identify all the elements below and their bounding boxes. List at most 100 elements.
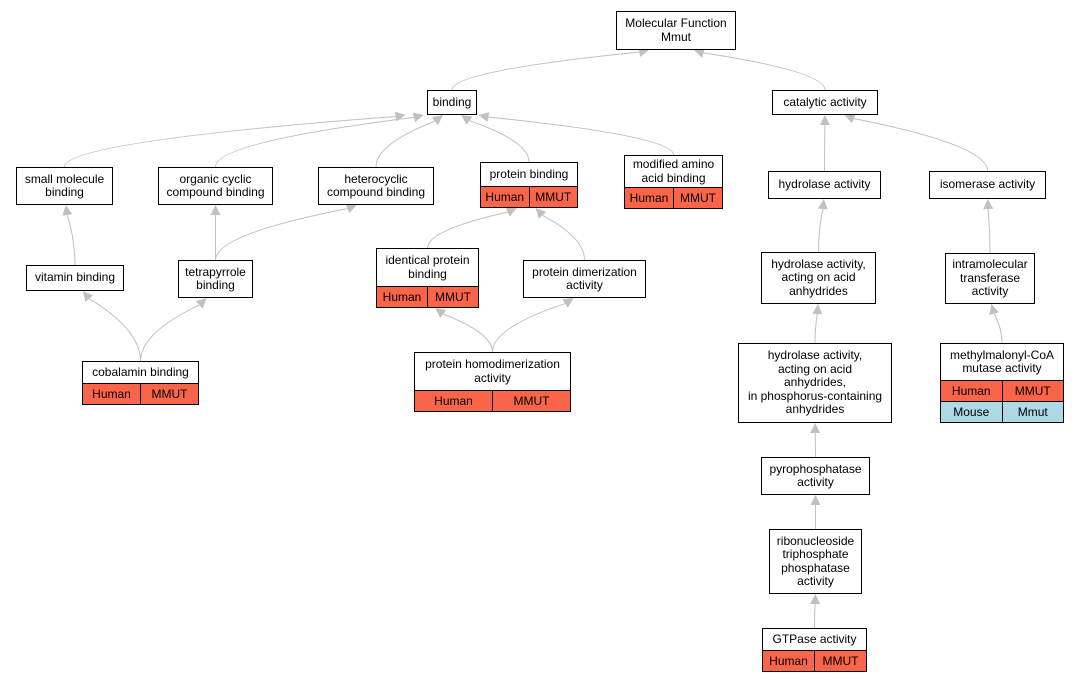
edge-small_molecule-to-binding — [64, 116, 396, 168]
go-term-label: protein binding — [489, 166, 569, 181]
arrowhead — [989, 304, 999, 315]
arrowhead — [82, 291, 94, 302]
gene-cell: MMUT — [673, 188, 722, 208]
go-term-hydrolase: hydrolase activity — [768, 171, 881, 199]
gene-cell: MMUT — [492, 391, 570, 411]
edge-modified_amino-to-binding — [488, 116, 674, 156]
arrowhead — [535, 208, 547, 219]
gene-cell: MMUT — [814, 651, 866, 671]
species-cell: Human — [941, 381, 1002, 401]
go-term-catalytic: catalytic activity — [772, 90, 878, 115]
go-term-label: organic cyclic compound binding — [166, 171, 265, 199]
edge-heterocyclic-to-binding — [375, 120, 436, 168]
go-term-isomerase: isomerase activity — [929, 171, 1046, 199]
go-term-binding: binding — [427, 90, 477, 115]
go-term-root: Molecular Function Mmut — [616, 11, 736, 50]
go-term-label: hydrolase activity, acting on acid anhyd… — [771, 256, 866, 298]
go-term-label: modified amino acid binding — [632, 157, 715, 185]
go-term-tetrapyrrole: tetrapyrrole binding — [178, 260, 253, 298]
arrowhead — [345, 203, 357, 214]
go-term-heterocyclic: heterocyclic compound binding — [318, 167, 434, 205]
go-term-label: catalytic activity — [783, 94, 867, 109]
go-term-label: vitamin binding — [34, 270, 116, 285]
edge-binding-to-root — [451, 51, 640, 91]
edge-gtpase-to-ribonucleoside — [814, 603, 816, 629]
arrowhead — [819, 115, 830, 126]
edge-vitamin-to-small_molecule — [66, 214, 76, 266]
arrowhead — [810, 423, 821, 434]
arrowhead — [412, 112, 424, 123]
edge-methylmalonyl-to-intramolecular — [993, 313, 1003, 344]
edge-cobalamin-to-vitamin — [88, 298, 141, 362]
go-term-label: intramolecular transferase activity — [952, 257, 1028, 299]
go-term-ribonucleoside: ribonucleoside triphosphate phosphatase … — [769, 529, 862, 594]
arrowhead — [810, 594, 821, 605]
go-term-label: small molecule binding — [24, 171, 105, 199]
edge-protein_homodimerization-to-protein_dimerization — [492, 303, 566, 353]
species-cell: Human — [625, 188, 673, 208]
go-term-label: tetrapyrrole binding — [185, 264, 246, 292]
arrowhead — [478, 112, 490, 122]
species-cell: Human — [377, 287, 427, 307]
edge-cobalamin-to-tetrapyrrole — [140, 304, 200, 362]
edge-hydrolase_acid-to-hydrolase — [818, 208, 824, 253]
species-cell: Human — [83, 384, 140, 404]
go-term-label: pyrophosphatase activity — [769, 461, 862, 489]
go-term-label: methylmalonyl-CoA mutase activity — [949, 347, 1055, 375]
arrowhead — [844, 113, 856, 124]
arrowhead — [983, 199, 994, 210]
arrowhead — [817, 199, 828, 210]
species-cell: Human — [481, 187, 529, 207]
go-term-hydrolase-phosphorus: hydrolase activity, acting on acid anhyd… — [738, 343, 892, 423]
edge-protein_binding-to-binding — [469, 120, 530, 163]
edge-organic_cyclic-to-binding — [215, 116, 414, 168]
edge-protein_homodimerization-to-identical_protein — [443, 313, 493, 353]
go-term-label: protein dimerization activity — [532, 264, 637, 292]
go-term-protein-dimerization: protein dimerization activity — [523, 260, 646, 298]
gene-cell: MMUT — [1001, 381, 1063, 401]
edge-protein_dimerization-to-protein_binding — [542, 214, 585, 261]
edge-isomerase-to-catalytic — [853, 118, 988, 172]
arrowhead — [195, 298, 207, 309]
gene-cell: MMUT — [140, 384, 198, 404]
go-term-label: ribonucleoside triphosphate phosphatase … — [776, 533, 855, 588]
arrowhead — [693, 48, 705, 58]
edge-tetrapyrrole-to-heterocyclic — [215, 208, 348, 261]
edge-hydrolase_phosphorus-to-hydrolase_acid — [814, 313, 818, 344]
arrowhead — [810, 495, 821, 505]
arrowhead — [505, 207, 517, 217]
go-term-hydrolase-acid: hydrolase activity, acting on acid anhyd… — [761, 252, 876, 304]
arrowhead — [435, 308, 447, 319]
species-cell: Mouse — [941, 402, 1002, 422]
go-term-intramolecular: intramolecular transferase activity — [945, 253, 1035, 304]
edge-intramolecular-to-isomerase — [987, 208, 991, 254]
go-term-label: Molecular Function Mmut — [625, 16, 727, 44]
go-term-vitamin: vitamin binding — [26, 265, 124, 291]
arrowhead — [461, 115, 473, 125]
go-term-label: hydrolase activity — [778, 177, 871, 192]
species-cell: Human — [415, 391, 492, 411]
go-term-label: GTPase activity — [772, 631, 857, 646]
species-cell: Human — [763, 651, 814, 671]
arrowhead — [210, 205, 221, 215]
go-term-label: binding — [432, 94, 472, 109]
go-term-organic-cyclic: organic cyclic compound binding — [158, 167, 273, 205]
gene-cell: MMUT — [528, 187, 577, 207]
gene-cell: Mmut — [1001, 402, 1063, 422]
arrowhead — [62, 205, 73, 216]
arrowhead — [812, 304, 823, 315]
go-term-small-molecule: small molecule binding — [16, 167, 113, 205]
go-term-label: cobalamin binding — [92, 364, 189, 379]
